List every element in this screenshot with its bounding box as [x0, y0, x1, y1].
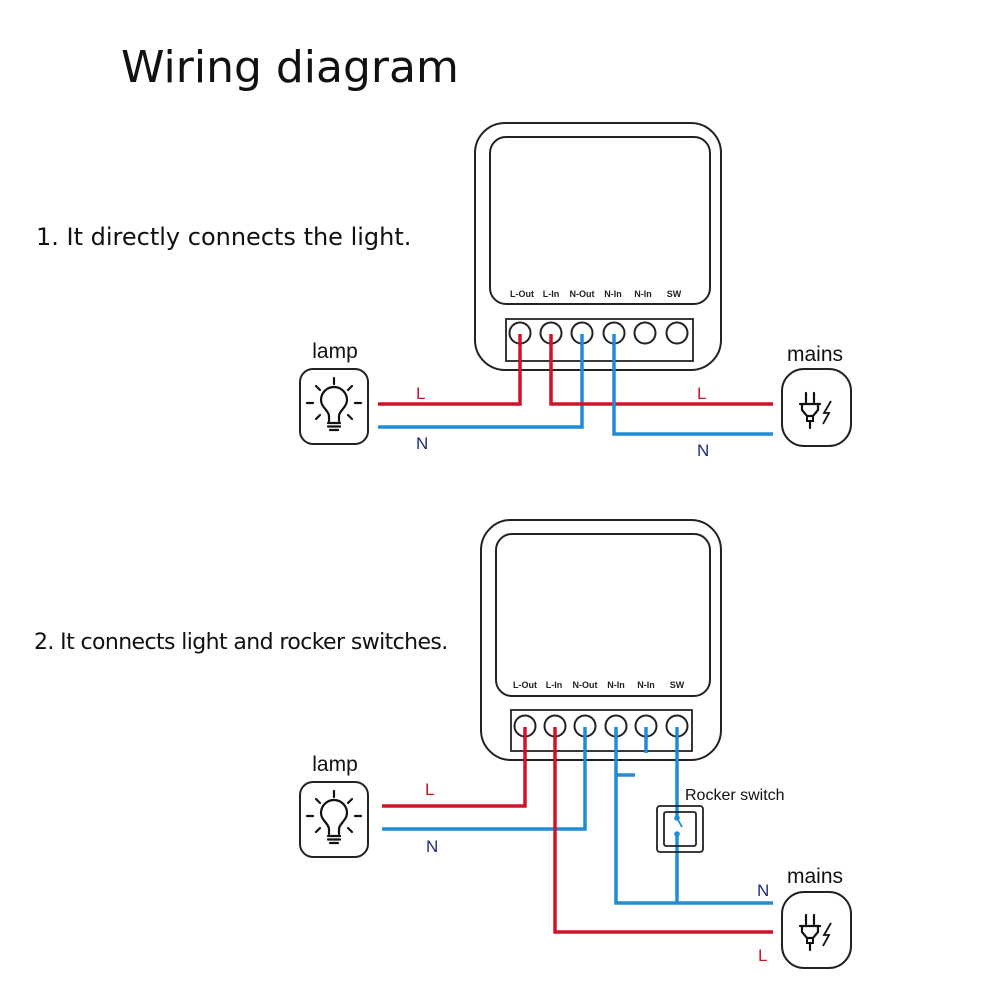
diagram-2-caption: 2. It connects light and rocker switches… — [34, 630, 448, 655]
wire-lamp-neutral — [382, 727, 587, 831]
terminal-labels: L-Out L-In N-Out N-In N-In SW — [513, 680, 685, 690]
terminal-label-n-in: N-In — [604, 289, 622, 299]
terminal-n-in-2 — [633, 321, 657, 345]
wire-lamp-live — [378, 334, 522, 406]
wire-label-mains-neutral: N — [757, 881, 769, 900]
wire-lamp-neutral — [378, 334, 584, 429]
diagram-2: 2. It connects light and rocker switches… — [34, 519, 852, 969]
terminal-label-sw: SW — [670, 680, 685, 690]
lamp-2: lamp — [299, 753, 369, 858]
wire-mains-neutral — [612, 334, 773, 436]
diagram-1: 1. It directly connects the light. L-Out… — [36, 122, 852, 460]
lamp-1: lamp — [299, 340, 369, 445]
smart-switch-module-2: L-Out L-In N-Out N-In N-In SW — [480, 519, 722, 761]
wire-label-mains-neutral: N — [697, 441, 709, 460]
terminal-label-sw: SW — [667, 289, 682, 299]
wire-label-mains-live: L — [758, 946, 767, 965]
rocker-switch: Rocker switch — [656, 787, 785, 853]
terminal-label-l-out: L-Out — [510, 289, 534, 299]
light-bulb-icon — [305, 376, 363, 432]
mains-2: mains — [781, 865, 852, 969]
wire-label-lamp-live: L — [416, 384, 425, 403]
terminal-label-n-in-2: N-In — [637, 680, 655, 690]
terminal-label-n-out: N-Out — [570, 289, 595, 299]
terminal-label-l-in: L-In — [546, 680, 563, 690]
wire-label-lamp-neutral: N — [426, 837, 438, 856]
terminal-block — [505, 318, 694, 362]
rocker-switch-label: Rocker switch — [685, 787, 785, 804]
terminal-block — [510, 709, 693, 752]
wire-mains-live — [553, 727, 773, 934]
diagram-1-caption: 1. It directly connects the light. — [36, 223, 411, 251]
rocker-switch-icon — [656, 805, 704, 853]
device-panel — [489, 136, 711, 305]
wire-label-lamp-live: L — [425, 780, 434, 799]
terminal-label-l-in: L-In — [543, 289, 560, 299]
wire-mains-live — [549, 334, 773, 406]
mains-1: mains — [781, 343, 852, 447]
lamp-label: lamp — [312, 340, 358, 363]
page-title: Wiring diagram — [121, 42, 459, 93]
wire-label-lamp-neutral: N — [416, 434, 428, 453]
mains-label: mains — [787, 865, 843, 888]
plug-lightning-icon — [798, 391, 833, 430]
wire-label-mains-live: L — [697, 384, 706, 403]
wire-lamp-live — [382, 727, 527, 808]
device-panel — [495, 533, 711, 697]
terminal-label-n-in: N-In — [607, 680, 625, 690]
terminal-labels: L-Out L-In N-Out N-In N-In SW — [510, 289, 682, 299]
terminal-label-l-out: L-Out — [513, 680, 537, 690]
wire-mains-neutral — [614, 727, 773, 905]
smart-switch-module-1: L-Out L-In N-Out N-In N-In SW — [474, 122, 722, 371]
terminal-label-n-out: N-Out — [573, 680, 598, 690]
plug-lightning-icon — [798, 913, 833, 952]
terminal-label-n-in-2: N-In — [634, 289, 652, 299]
mains-label: mains — [787, 343, 843, 366]
terminal-sw — [665, 321, 689, 345]
lamp-label: lamp — [312, 753, 358, 776]
light-bulb-icon — [305, 789, 363, 845]
